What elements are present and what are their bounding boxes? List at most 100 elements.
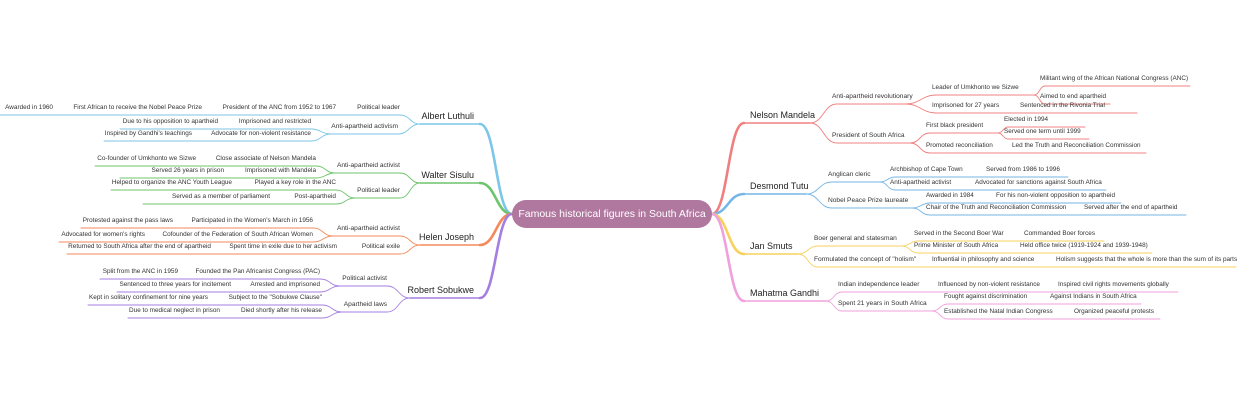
connector bbox=[312, 227, 334, 237]
subtopic-node[interactable]: Advocate for non-violent resistance bbox=[211, 130, 311, 137]
subtopic-node[interactable]: Sentenced in the Rivonia Trial bbox=[1020, 102, 1105, 109]
connector bbox=[399, 182, 421, 199]
subtopic-node[interactable]: Participated in the Women's March in 195… bbox=[191, 217, 313, 224]
subtopic-node[interactable]: Prime Minister of South Africa bbox=[914, 242, 999, 249]
person-node[interactable]: Helen Joseph bbox=[418, 231, 474, 242]
topic-node[interactable]: Formulated the concept of "holism" bbox=[814, 256, 917, 263]
topic-node[interactable]: Anti-apartheid revolutionary bbox=[832, 93, 913, 100]
connector bbox=[904, 94, 938, 105]
subtopic-node[interactable]: Anti-apartheid activist bbox=[890, 179, 952, 186]
subtopic-node[interactable]: Served in the Second Boer War bbox=[914, 230, 1004, 237]
subtopic-node[interactable]: Commanded Boer forces bbox=[1024, 230, 1096, 237]
subtopic-node[interactable]: First black president bbox=[926, 122, 984, 129]
subtopic-node[interactable]: Influenced by non-violent resistance bbox=[938, 281, 1040, 288]
subtopic-node[interactable]: Due to medical neglect in prison bbox=[129, 307, 220, 314]
topic-node[interactable]: Anglican cleric bbox=[828, 171, 871, 178]
person-node[interactable]: Walter Sisulu bbox=[421, 169, 474, 180]
subtopic-node[interactable]: Protested against the pass laws bbox=[82, 217, 173, 224]
subtopic-node[interactable]: Elected in 1994 bbox=[1004, 116, 1049, 123]
connector bbox=[315, 165, 336, 174]
subtopic-node[interactable]: Advocated for sanctions against South Af… bbox=[975, 179, 1102, 186]
subtopic-node[interactable]: Helped to organize the ANC Youth League bbox=[111, 179, 232, 186]
subtopic-node[interactable]: Cofounder of the Federation of South Afr… bbox=[162, 231, 313, 238]
subtopic-node[interactable]: Archbishop of Cape Town bbox=[890, 166, 963, 173]
subtopic-node[interactable]: Due to his opposition to apartheid bbox=[122, 118, 218, 125]
connector bbox=[909, 132, 931, 144]
subtopic-node[interactable]: Spent time in exile due to her activism bbox=[229, 243, 337, 250]
subtopic-node[interactable]: Imprisoned with Mandela bbox=[244, 167, 316, 174]
person-node[interactable]: Nelson Mandela bbox=[750, 109, 816, 120]
subtopic-node[interactable]: Founded the Pan Africanist Congress (PAC… bbox=[195, 268, 320, 275]
subtopic-node[interactable]: Awarded in 1960 bbox=[5, 104, 53, 111]
subtopic-node[interactable]: Held office twice (1919-1924 and 1939-19… bbox=[1020, 242, 1148, 249]
subtopic-node[interactable]: Sentenced to three years for incitement bbox=[119, 281, 231, 288]
subtopic-node[interactable]: Leader of Umkhonto we Sizwe bbox=[932, 84, 1019, 91]
connector bbox=[997, 132, 1009, 140]
subtopic-node[interactable]: Served 26 years in prison bbox=[151, 167, 224, 174]
subtopic-node[interactable]: Split from the ANC in 1959 bbox=[102, 268, 178, 275]
subtopic-node[interactable]: Co-founder of Umkhonto we Sizwe bbox=[97, 155, 196, 162]
subtopic-node[interactable]: Organized peaceful protests bbox=[1074, 308, 1154, 315]
subtopic-node[interactable]: Died shortly after his release bbox=[241, 307, 322, 314]
subtopic-node[interactable]: Militant wing of the African National Co… bbox=[1040, 75, 1189, 82]
connector bbox=[312, 235, 334, 243]
subtopic-node[interactable]: Served from 1986 to 1996 bbox=[986, 166, 1060, 173]
topic-node[interactable]: Political activist bbox=[342, 275, 387, 282]
topic-node[interactable]: Anti-apartheid activist bbox=[336, 162, 400, 169]
topic-node[interactable]: Political exile bbox=[361, 243, 400, 250]
topic-node[interactable]: Indian independence leader bbox=[838, 281, 920, 288]
branch-link bbox=[710, 212, 746, 256]
subtopic-node[interactable]: Led the Truth and Reconciliation Commiss… bbox=[1012, 142, 1141, 149]
subtopic-node[interactable]: Played a key role in the ANC bbox=[254, 179, 336, 186]
subtopic-node[interactable]: Awarded in 1984 bbox=[926, 192, 974, 199]
subtopic-node[interactable]: Chair of the Truth and Reconciliation Co… bbox=[926, 204, 1067, 211]
subtopic-node[interactable]: Served as a member of parliament bbox=[171, 193, 270, 200]
connector bbox=[931, 310, 949, 320]
subtopic-node[interactable]: President of the ANC from 1952 to 1967 bbox=[222, 104, 336, 111]
topic-node[interactable]: Spent 21 years in South Africa bbox=[838, 300, 927, 307]
subtopic-node[interactable]: Served after the end of apartheid bbox=[1084, 204, 1178, 211]
connector bbox=[321, 311, 343, 319]
subtopic-node[interactable]: Influential in philosophy and science bbox=[932, 256, 1035, 263]
subtopic-node[interactable]: Holism suggests that the whole is more t… bbox=[1056, 256, 1238, 263]
subtopic-node[interactable]: Close associate of Nelson Mandela bbox=[215, 155, 316, 162]
subtopic-node[interactable]: Served one term until 1999 bbox=[1004, 128, 1081, 135]
topic-node[interactable]: Anti-apartheid activist bbox=[336, 225, 400, 232]
subtopic-node[interactable]: Established the Natal Indian Congress bbox=[944, 308, 1053, 315]
subtopic-node[interactable]: Subject to the "Sobukwe Clause" bbox=[228, 294, 322, 301]
topic-node[interactable]: Nobel Peace Prize laureate bbox=[828, 197, 909, 204]
subtopic-node[interactable]: Inspired by Gandhi's teachings bbox=[104, 130, 192, 137]
subtopic-node[interactable]: Inspired civil rights movements globally bbox=[1058, 281, 1169, 288]
connector bbox=[879, 181, 896, 191]
topic-node[interactable]: Apartheid laws bbox=[343, 301, 387, 308]
connector bbox=[1033, 94, 1046, 105]
topic-node[interactable]: Political leader bbox=[357, 187, 400, 194]
central-topic[interactable]: Famous historical figures in South Afric… bbox=[512, 200, 712, 228]
subtopic-node[interactable]: Returned to South Africa after the end o… bbox=[68, 243, 211, 250]
subtopic-node[interactable]: Against Indians in South Africa bbox=[1050, 293, 1137, 300]
topic-node[interactable]: Boer general and statesman bbox=[814, 235, 897, 242]
subtopic-node[interactable]: Imprisoned and restricted bbox=[238, 118, 311, 125]
subtopic-node[interactable]: Advocated for women's rights bbox=[61, 231, 145, 238]
subtopic-node[interactable]: Kept in solitary confinement for nine ye… bbox=[89, 294, 208, 301]
subtopic-node[interactable]: Post-apartheid bbox=[294, 193, 336, 200]
person-node[interactable]: Albert Luthuli bbox=[421, 110, 474, 121]
topic-node[interactable]: Anti-apartheid activism bbox=[331, 123, 398, 130]
topic-node[interactable]: Political leader bbox=[357, 104, 400, 111]
connector bbox=[1033, 85, 1046, 96]
connector bbox=[321, 304, 343, 313]
subtopic-node[interactable]: First African to receive the Nobel Peace… bbox=[73, 104, 202, 111]
subtopic-node[interactable]: Imprisoned for 27 years bbox=[932, 102, 1000, 109]
subtopic-node[interactable]: Arrested and imprisoned bbox=[250, 281, 320, 288]
person-node[interactable]: Robert Sobukwe bbox=[407, 284, 474, 295]
person-node[interactable]: Mahatma Gandhi bbox=[750, 287, 820, 298]
topic-node[interactable]: President of South Africa bbox=[832, 132, 905, 139]
subtopic-node[interactable]: Promoted reconciliation bbox=[926, 142, 993, 149]
subtopic-node[interactable]: For his non-violent opposition to aparth… bbox=[996, 192, 1116, 199]
connector bbox=[797, 245, 819, 255]
subtopic-node[interactable]: Aimed to end apartheid bbox=[1040, 93, 1107, 100]
subtopic-node[interactable]: Fought against discrimination bbox=[944, 293, 1028, 300]
person-node[interactable]: Desmond Tutu bbox=[750, 180, 809, 191]
person-node[interactable]: Jan Smuts bbox=[750, 240, 793, 251]
